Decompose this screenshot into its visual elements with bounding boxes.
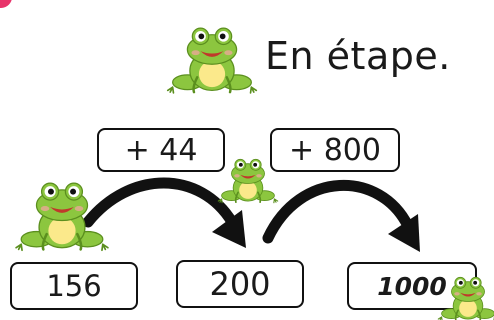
start-number-box: 156: [10, 262, 138, 310]
step-1-operation-label: + 44: [124, 132, 198, 168]
step-1-arrowhead: [212, 210, 246, 248]
middle-number-box: 200: [176, 260, 304, 308]
step-2-arrowhead: [388, 214, 420, 252]
corner-decoration: [0, 0, 12, 8]
step-2-arrow: [262, 179, 414, 244]
step-1-arrow: [82, 177, 238, 228]
step-2-operation-label: + 800: [289, 132, 381, 168]
step-2-operation-box: + 800: [270, 128, 400, 172]
result-number-box: 1000: [347, 262, 477, 310]
page-title: En étape.: [265, 34, 451, 78]
frog-start-icon: [14, 181, 110, 252]
frog-title-icon: [166, 26, 258, 95]
start-number-label: 156: [46, 269, 102, 303]
middle-number-label: 200: [209, 265, 271, 303]
result-number-label: 1000: [377, 271, 447, 301]
frog-middle-icon: [217, 158, 279, 204]
step-1-operation-box: + 44: [97, 128, 225, 172]
